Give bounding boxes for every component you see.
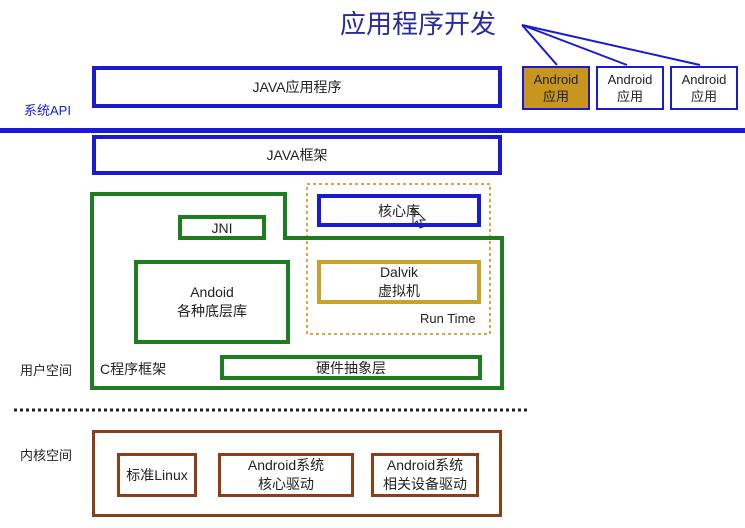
java-framework-layer: JAVA框架	[92, 135, 502, 175]
app-name: Android	[533, 72, 579, 87]
android-app-box: Android 应用	[596, 66, 664, 110]
core-driver-line1: Android系统	[247, 457, 325, 473]
android-app-box: Android 应用	[670, 66, 738, 110]
native-libraries-box: Andoid 各种底层库	[134, 260, 290, 344]
app-sub: 应用	[690, 89, 717, 104]
core-driver-box: Android系统 核心驱动	[218, 453, 354, 497]
app-name: Android	[681, 72, 727, 87]
page-title: 应用程序开发	[340, 10, 497, 40]
core-libraries-box: 核心库	[317, 194, 481, 227]
dalvik-line2: 虚拟机	[378, 283, 420, 299]
kernel-space-label: 内核空间	[20, 448, 73, 463]
runtime-region-outline	[306, 183, 491, 335]
app-name: Android	[607, 72, 653, 87]
dalvik-line1: Dalvik	[379, 264, 419, 280]
native-libs-line1: Andoid	[190, 284, 234, 300]
device-driver-line2: 相关设备驱动	[383, 476, 467, 492]
core-driver-line2: 核心驱动	[258, 476, 314, 492]
device-driver-line1: Android系统	[386, 457, 464, 473]
c-framework-label: C程序框架	[100, 361, 167, 377]
callout-line-2	[521, 24, 628, 66]
app-sub: 应用	[616, 89, 643, 104]
android-app-box: Android 应用	[522, 66, 590, 110]
dalvik-vm-box: Dalvik 虚拟机	[317, 260, 481, 304]
kernel-layer	[92, 430, 502, 517]
runtime-label: Run Time	[420, 311, 476, 326]
app-sub: 应用	[542, 89, 569, 104]
system-api-label: 系统API	[24, 103, 71, 118]
system-api-bar	[0, 128, 745, 133]
java-apps-layer: JAVA应用程序	[92, 66, 502, 108]
callout-line-1	[521, 24, 558, 66]
user-space-label: 用户空间	[20, 363, 73, 378]
jni-box: JNI	[178, 215, 266, 240]
callout-line-3	[521, 24, 701, 66]
c-framework-outline	[90, 192, 504, 390]
hal-box: 硬件抽象层	[220, 355, 482, 380]
device-driver-box: Android系统 相关设备驱动	[371, 453, 479, 497]
linux-box: 标准Linux	[117, 453, 197, 497]
native-libs-line2: 各种底层库	[177, 303, 247, 319]
